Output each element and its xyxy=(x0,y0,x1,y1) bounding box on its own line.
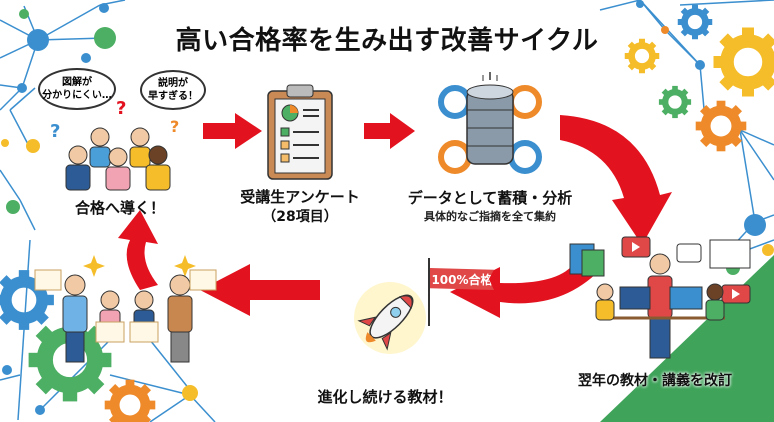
flag-pole xyxy=(428,258,430,326)
thought-bubble: 説明が 早すぎる！ xyxy=(140,70,206,110)
svg-text:?: ? xyxy=(170,117,179,136)
step-label: 翌年の教材・講義を改訂 xyxy=(578,373,732,389)
step-revise: 翌年の教材・講義を改訂 xyxy=(555,232,755,392)
arrow-right-1 xyxy=(203,113,262,149)
step-label: データとして蓄積・分析 xyxy=(407,189,573,207)
page-title: 高い合格率を生み出す改善サイクル xyxy=(175,26,599,56)
arrow-right-2 xyxy=(364,113,415,149)
arrow-curve-up xyxy=(118,210,158,290)
clipboard-survey-icon xyxy=(267,84,333,180)
arrow-curve-down xyxy=(560,115,672,245)
step-label: 進化し続ける教材！ xyxy=(317,388,453,406)
teacher-team-icon xyxy=(569,236,751,359)
rocket-icon xyxy=(354,282,426,354)
confused-students-icon: ? ? ? xyxy=(50,98,179,191)
database-gears-icon xyxy=(438,72,542,174)
step-label: 受講生アンケート xyxy=(240,188,360,206)
step-survey: 受講生アンケート （28項目） xyxy=(225,78,375,228)
thought-text: 説明が 早すぎる！ xyxy=(148,78,198,102)
graduates-certificates-icon xyxy=(34,255,217,363)
arrow-left-2 xyxy=(200,264,320,316)
step-sublabel: 具体的なご指摘を全て集約 xyxy=(424,210,556,223)
step-data: データとして蓄積・分析 具体的なご指摘を全て集約 xyxy=(400,72,580,228)
step-sublabel: （28項目） xyxy=(262,209,338,225)
svg-text:?: ? xyxy=(50,121,60,142)
flag-text: 100%合格 xyxy=(431,272,493,287)
goal-flag: 100%合格 xyxy=(430,268,494,290)
step-evolve: 100%合格 進化し続ける教材！ xyxy=(300,258,500,408)
step-label: 合格へ導く！ xyxy=(74,199,165,217)
thought-bubble: 図解が 分かりにくい… xyxy=(38,68,116,110)
thought-text: 図解が 分かりにくい… xyxy=(42,77,112,101)
step-students: 図解が 分かりにくい… 説明が 早すぎる！ ? ? ? 合格へ導く！ xyxy=(30,62,210,220)
svg-text:?: ? xyxy=(116,98,126,119)
